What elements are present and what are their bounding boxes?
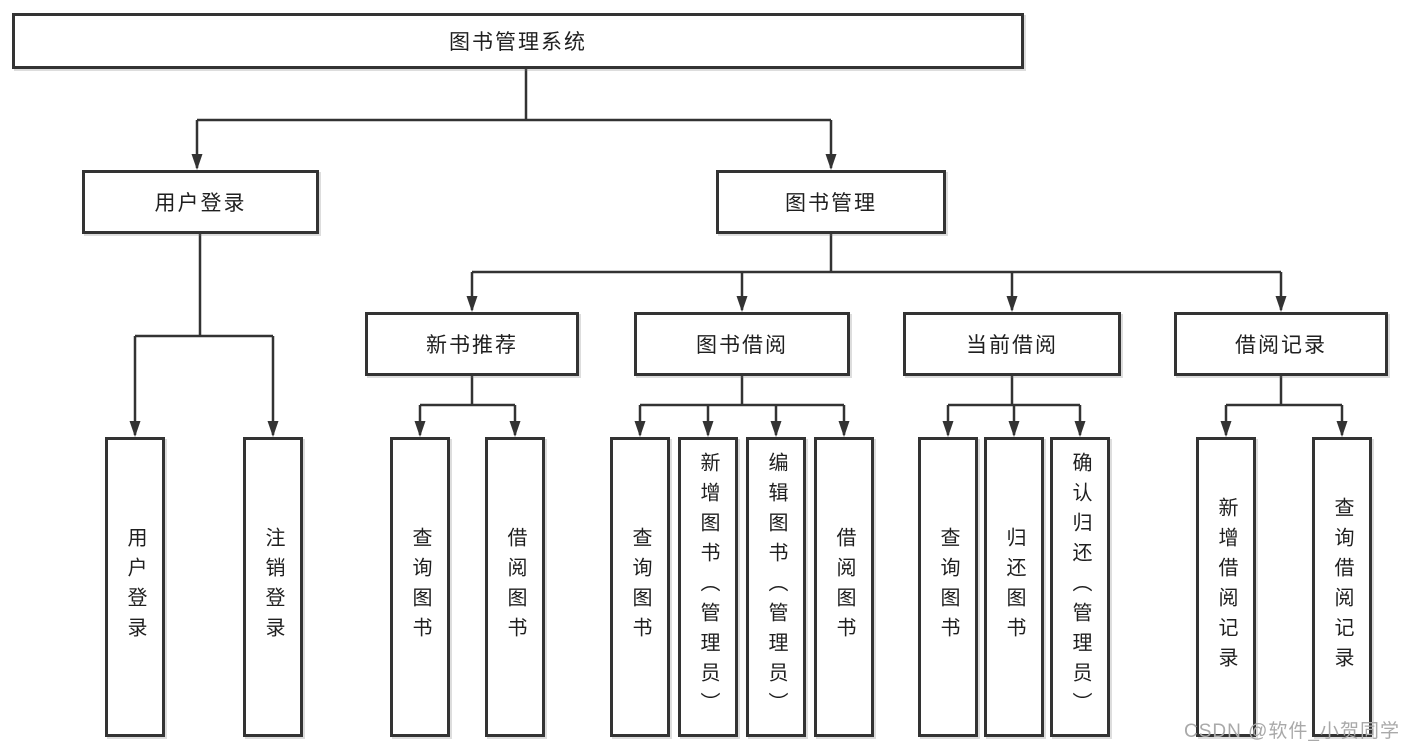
- leaf-query-books-recommend: 查询图书: [390, 437, 450, 737]
- leaf-logout-label: 注销登录: [262, 527, 284, 647]
- node-borrowing-records-label: 借阅记录: [1235, 334, 1327, 357]
- node-library-system: 图书管理系统: [12, 13, 1024, 69]
- leaf-borrow-books-borrowing: 借阅图书: [814, 437, 874, 737]
- leaf-query-borrow-record: 查询借阅记录: [1312, 437, 1372, 737]
- node-book-management-label: 图书管理: [785, 192, 877, 215]
- node-current-borrowing: 当前借阅: [903, 312, 1121, 376]
- leaf-query-books-current-label: 查询图书: [937, 527, 959, 647]
- leaf-borrow-books-recommend-label: 借阅图书: [504, 527, 526, 647]
- node-current-borrowing-label: 当前借阅: [966, 334, 1058, 357]
- csdn-watermark: CSDN @软件_小贺同学: [1184, 721, 1400, 742]
- leaf-confirm-return-admin: 确认归还（管理员）: [1050, 437, 1110, 737]
- leaf-borrow-books-borrowing-label: 借阅图书: [833, 527, 855, 647]
- leaf-add-borrow-record: 新增借阅记录: [1196, 437, 1256, 737]
- leaf-add-borrow-record-label: 新增借阅记录: [1215, 497, 1237, 677]
- node-new-book-recommend: 新书推荐: [365, 312, 579, 376]
- leaf-edit-books-admin: 编辑图书（管理员）: [746, 437, 806, 737]
- leaf-query-borrow-record-label: 查询借阅记录: [1331, 497, 1353, 677]
- leaf-user-login-label: 用户登录: [124, 527, 146, 647]
- leaf-user-login: 用户登录: [105, 437, 165, 737]
- leaf-edit-books-admin-label: 编辑图书（管理员）: [765, 452, 787, 722]
- node-user-login: 用户登录: [82, 170, 319, 234]
- node-book-borrowing: 图书借阅: [634, 312, 850, 376]
- leaf-return-books: 归还图书: [984, 437, 1044, 737]
- leaf-add-books-admin: 新增图书（管理员）: [678, 437, 738, 737]
- leaf-logout: 注销登录: [243, 437, 303, 737]
- node-borrowing-records: 借阅记录: [1174, 312, 1388, 376]
- leaf-add-books-admin-label: 新增图书（管理员）: [697, 452, 719, 722]
- node-book-management: 图书管理: [716, 170, 946, 234]
- node-book-borrowing-label: 图书借阅: [696, 334, 788, 357]
- leaf-return-books-label: 归还图书: [1003, 527, 1025, 647]
- node-new-book-recommend-label: 新书推荐: [426, 334, 518, 357]
- leaf-borrow-books-recommend: 借阅图书: [485, 437, 545, 737]
- leaf-query-books-borrowing-label: 查询图书: [629, 527, 651, 647]
- leaf-query-books-recommend-label: 查询图书: [409, 527, 431, 647]
- leaf-confirm-return-admin-label: 确认归还（管理员）: [1069, 452, 1091, 722]
- leaf-query-books-current: 查询图书: [918, 437, 978, 737]
- node-library-system-label: 图书管理系统: [449, 31, 587, 54]
- leaf-query-books-borrowing: 查询图书: [610, 437, 670, 737]
- node-user-login-label: 用户登录: [154, 192, 247, 215]
